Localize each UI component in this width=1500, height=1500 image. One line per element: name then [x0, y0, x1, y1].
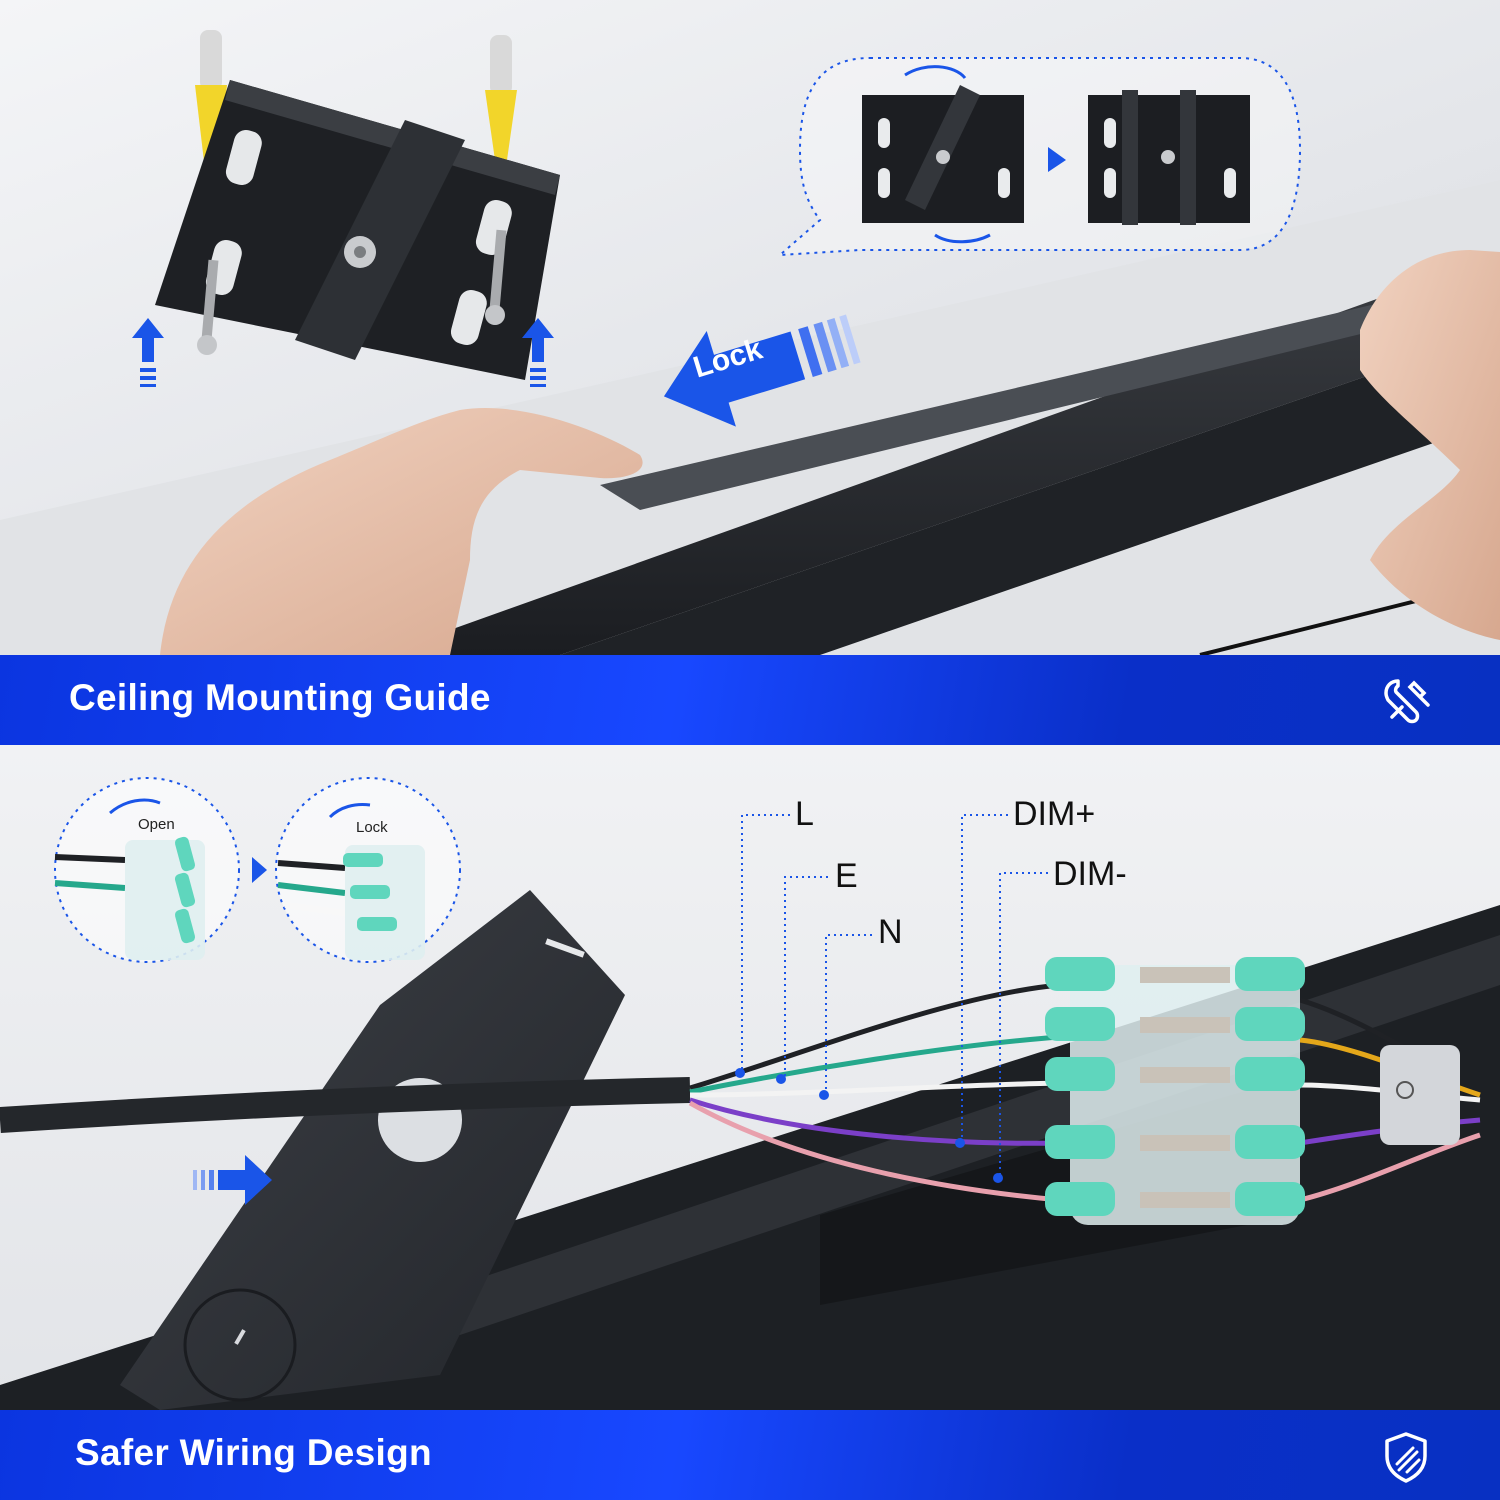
right-arrow-icon	[193, 1155, 272, 1205]
banner-title: Safer Wiring Design	[75, 1432, 432, 1473]
ceiling-mounting-photo: Lock	[0, 0, 1500, 655]
up-arrow-icon	[132, 318, 164, 387]
right-hand	[1360, 250, 1500, 640]
ceiling-mounting-banner: Ceiling Mounting Guide	[0, 655, 1500, 745]
wire-label-dim-plus: DIM+	[1013, 795, 1096, 833]
banner-title: Ceiling Mounting Guide	[69, 677, 491, 718]
right-arrow-icon	[252, 857, 267, 883]
wrench-icon	[1378, 673, 1436, 731]
wire-label-dim-minus: DIM-	[1053, 855, 1127, 893]
lock-arrow	[663, 314, 861, 427]
wiring-illustration	[0, 777, 1500, 1410]
wire-label-leaders	[741, 814, 1048, 1177]
shield-icon	[1377, 1428, 1435, 1486]
safer-wiring-banner: Safer Wiring Design	[0, 1410, 1500, 1500]
up-arrow-icon	[522, 318, 554, 387]
connector-open-inset	[54, 777, 240, 963]
connector-lock-inset	[275, 777, 461, 963]
wire-label-markers	[735, 1068, 1003, 1183]
power-cable	[0, 1077, 691, 1133]
wire-label-e: E	[835, 857, 858, 895]
wiring-photo: Open Lock L E N DIM+ DIM-	[0, 745, 1500, 1410]
left-hand	[160, 408, 643, 655]
wire-label-n: N	[878, 913, 903, 951]
lever-connector-block	[1045, 957, 1305, 1225]
mounting-bracket	[155, 30, 560, 380]
ground-terminal	[1380, 1045, 1460, 1145]
bracket-rotation-inset	[777, 57, 1302, 257]
connector-open-label: Open	[138, 816, 175, 833]
connector-lock-label: Lock	[356, 819, 388, 836]
wire-label-l: L	[795, 795, 814, 833]
mounting-illustration	[0, 30, 1500, 655]
